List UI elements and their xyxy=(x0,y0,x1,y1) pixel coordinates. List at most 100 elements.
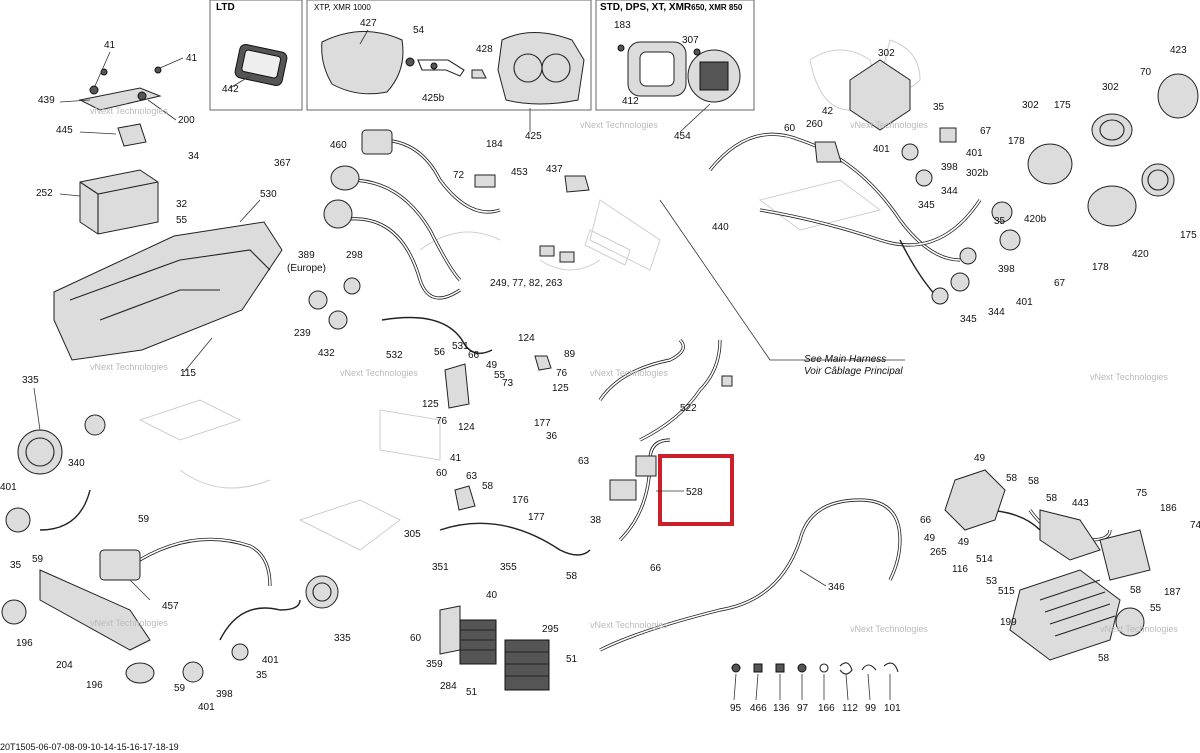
callout-63: 63 xyxy=(466,471,478,482)
headlight-parts xyxy=(1,414,339,684)
callout-367: 367 xyxy=(274,158,291,169)
watermark-text: vNext Technologies xyxy=(90,618,168,628)
callout-284: 284 xyxy=(440,681,457,692)
watermark-text: vNext Technologies xyxy=(1100,624,1178,634)
callout-265: 265 xyxy=(930,547,947,558)
callout-305: 305 xyxy=(404,529,421,540)
gauge-454-part xyxy=(687,49,741,103)
callout-35: 35 xyxy=(10,560,22,571)
callout-55: 55 xyxy=(1150,603,1162,614)
callout-239: 239 xyxy=(294,328,311,339)
callout-466: 466 xyxy=(750,703,767,714)
callout-38: 38 xyxy=(590,515,602,526)
callout-401: 401 xyxy=(966,148,983,159)
callout-63: 63 xyxy=(578,456,590,467)
bracket-425b-part xyxy=(405,57,465,77)
callout-58: 58 xyxy=(1046,493,1058,504)
callout-40: 40 xyxy=(486,590,498,601)
callout-515: 515 xyxy=(998,586,1015,597)
callout-32: 32 xyxy=(176,199,188,210)
callout-302: 302 xyxy=(1102,82,1119,93)
header-title-std: STD, DPS, XT, XMR650, XMR 850 xyxy=(600,2,743,13)
gauge-ltd-part xyxy=(234,43,288,87)
callout-125: 125 xyxy=(422,399,439,410)
callout-101: 101 xyxy=(884,703,901,714)
callout-249: 249, 77, 82, 263 xyxy=(490,278,563,289)
callout-196: 196 xyxy=(16,638,33,649)
callout-423: 423 xyxy=(1170,45,1187,56)
callout-177: 177 xyxy=(528,512,545,523)
callout-49: 49 xyxy=(924,533,936,544)
callout-302: 302 xyxy=(1022,100,1039,111)
callout-432: 432 xyxy=(318,348,335,359)
watermark-text: vNext Technologies xyxy=(90,106,168,116)
callout-425: 425 xyxy=(525,131,542,142)
callout-335: 335 xyxy=(334,633,351,644)
callout-335: 335 xyxy=(22,375,39,386)
callout-176: 176 xyxy=(512,495,529,506)
header-box-xtp: XTP, XMR 1000 xyxy=(306,0,592,111)
callout-420b: 420b xyxy=(1024,214,1047,225)
see-main-harness-leader xyxy=(659,199,905,361)
callout-199: 199 xyxy=(1000,617,1017,628)
watermarks: vNext Technologies vNext Technologies vN… xyxy=(90,106,1178,634)
misc-parts xyxy=(308,129,733,511)
callout-49: 49 xyxy=(958,537,970,548)
gauge-cluster-425-part xyxy=(497,32,585,105)
callout-398: 398 xyxy=(941,162,958,173)
callout-76: 76 xyxy=(556,368,568,379)
callout-514: 514 xyxy=(976,554,993,565)
callout-166: 166 xyxy=(818,703,835,714)
callout-187: 187 xyxy=(1164,587,1181,598)
header-title-std-main: STD, DPS, XT, XMR xyxy=(600,2,692,13)
battery-252-part xyxy=(79,169,159,235)
callout-428: 428 xyxy=(476,44,493,55)
callout-522: 522 xyxy=(680,403,697,414)
watermark-text: vNext Technologies xyxy=(850,624,928,634)
callout-355: 355 xyxy=(500,562,517,573)
callout-389: 389 xyxy=(298,250,315,261)
watermark-text: vNext Technologies xyxy=(1090,372,1168,382)
callout-427: 427 xyxy=(360,18,377,29)
watermark-text: vNext Technologies xyxy=(580,120,658,130)
callout-346: 346 xyxy=(828,582,845,593)
magneto-parts xyxy=(814,59,1199,305)
callout-344: 344 xyxy=(988,307,1005,318)
callout-41: 41 xyxy=(104,40,116,51)
watermark-text: vNext Technologies xyxy=(590,368,668,378)
callout-75: 75 xyxy=(1136,488,1148,499)
regulator-parts xyxy=(439,605,550,691)
callout-398: 398 xyxy=(998,264,1015,275)
callout-260: 260 xyxy=(806,119,823,130)
callout-97: 97 xyxy=(797,703,809,714)
callout-302b: 302b xyxy=(966,168,989,179)
callout-124: 124 xyxy=(458,422,475,433)
battery-cover-445-part xyxy=(117,123,147,147)
callout-401: 401 xyxy=(873,144,890,155)
watermark-text: vNext Technologies xyxy=(590,620,668,630)
callout-401: 401 xyxy=(198,702,215,713)
callout-298: 298 xyxy=(346,250,363,261)
watermark-text: vNext Technologies xyxy=(850,120,928,130)
callout-41: 41 xyxy=(186,53,198,64)
callout-55: 55 xyxy=(494,370,506,381)
callout-531: 531 xyxy=(452,341,469,352)
callout-70: 70 xyxy=(1140,67,1152,78)
callout-58: 58 xyxy=(1006,473,1018,484)
callout-67: 67 xyxy=(980,126,992,137)
callout-35: 35 xyxy=(933,102,945,113)
callout-51: 51 xyxy=(466,687,478,698)
callout-58: 58 xyxy=(566,571,578,582)
header-title-ltd: LTD xyxy=(216,2,235,13)
callout-351: 351 xyxy=(432,562,449,573)
see-main-harness-note-line1: See Main Harness xyxy=(804,354,886,365)
callout-55: 55 xyxy=(176,215,188,226)
callout-175: 175 xyxy=(1180,230,1197,241)
callout-178: 178 xyxy=(1008,136,1025,147)
callout-60: 60 xyxy=(784,123,796,134)
callout-412: 412 xyxy=(622,96,639,107)
callout-340: 340 xyxy=(68,458,85,469)
callout-34: 34 xyxy=(188,151,200,162)
callout-345: 345 xyxy=(960,314,977,325)
callout-58: 58 xyxy=(482,481,494,492)
